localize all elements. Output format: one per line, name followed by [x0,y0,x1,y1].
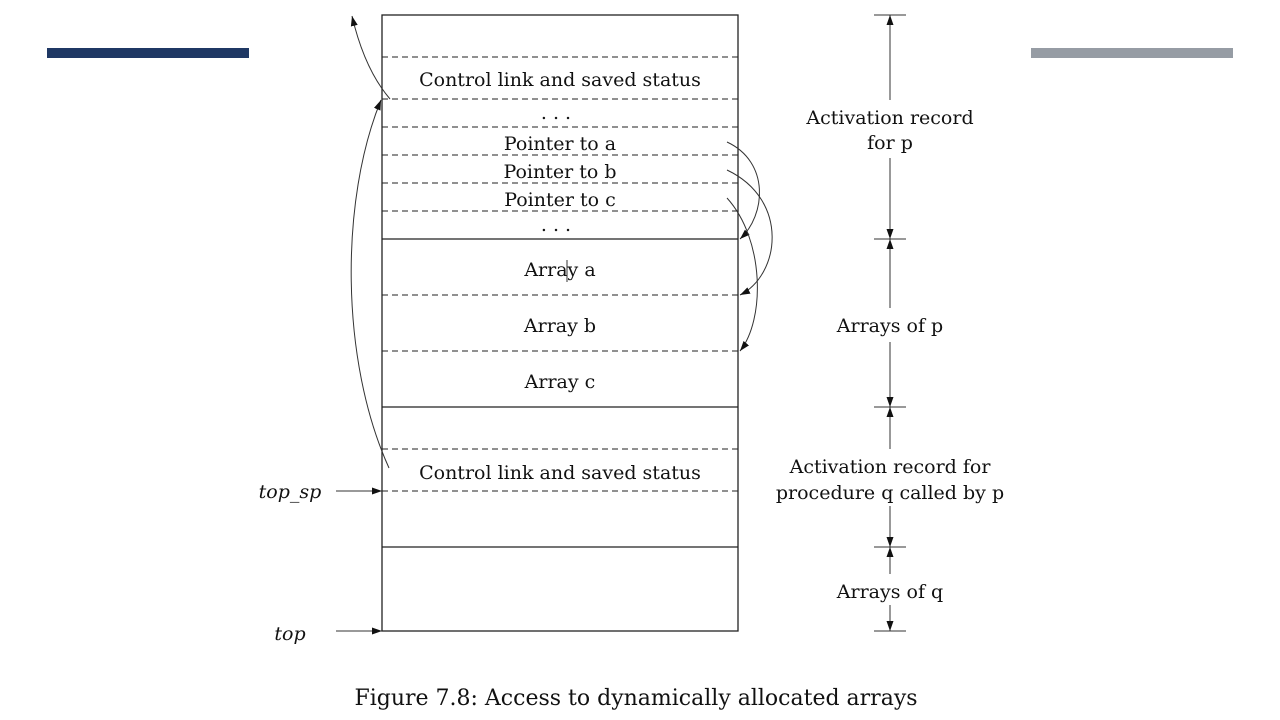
control-link-top-label: Control link and saved status [419,69,701,91]
ar-p-label-line2: for p [867,132,913,154]
control-link-arrow-q-to-p [350,99,390,469]
top-label: top [274,623,305,645]
pointer-to-b-label: Pointer to b [503,161,616,183]
control-link-bottom-label: Control link and saved status [419,462,701,484]
control-link-arrow-up [350,15,391,100]
figure-caption: Figure 7.8: Access to dynamically alloca… [354,686,917,711]
ellipsis-1: . . . [541,102,571,124]
array-b-label: Array b [523,315,596,337]
ellipsis-2: . . . [541,214,571,236]
pointer-to-c-label: Pointer to c [504,189,616,211]
pointer-a-arrow [726,141,760,240]
pointer-b-arrow [726,169,773,296]
stack-outline [381,14,739,632]
pointer-to-a-label: Pointer to a [504,133,616,155]
ar-q-label-line1: Activation record for [789,456,992,478]
ar-p-label-line1: Activation record [805,107,973,129]
arrays-p-label: Arrays of p [836,315,943,337]
accent-bar-left [47,48,249,58]
array-c-label: Array c [524,371,596,393]
arrays-q-label: Arrays of q [836,581,943,603]
array-a-label: Array a [523,259,595,281]
top-sp-label: top_sp [259,481,322,503]
pointer-c-arrow [726,197,758,352]
ar-q-label-line2: procedure q called by p [776,482,1004,504]
accent-bar-right [1031,48,1233,58]
